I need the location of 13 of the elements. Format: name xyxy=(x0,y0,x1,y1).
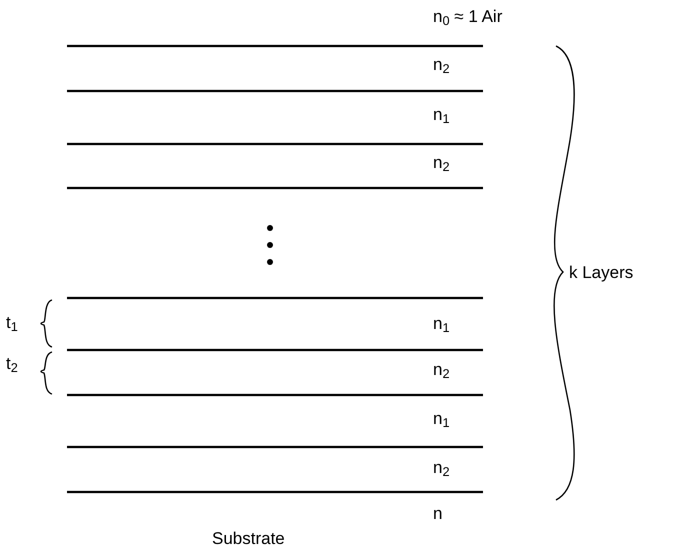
substrate-label: Substrate xyxy=(212,528,285,550)
refractive-index-label: n$_{1}$ xyxy=(433,104,450,126)
thickness-label: t$_{2}$ xyxy=(6,353,18,375)
thickness-label: t$_{1}$ xyxy=(6,312,18,334)
refractive-index-label: n$_{1}$ xyxy=(433,408,450,430)
refractive-index-label: n$_{0}$ ≈ 1 Air xyxy=(433,6,502,28)
refractive-index-label: n$_{2}$ xyxy=(433,152,450,174)
refractive-index-label: n$_{2}$ xyxy=(433,54,450,76)
refractive-index-label: n$_{2}$ xyxy=(433,359,450,381)
refractive-index-label: n$_{1}$ xyxy=(433,313,450,335)
refractive-index-label: n xyxy=(433,503,442,525)
refractive-index-label: n$_{2}$ xyxy=(433,457,450,479)
brace-label: k Layers xyxy=(569,262,634,284)
